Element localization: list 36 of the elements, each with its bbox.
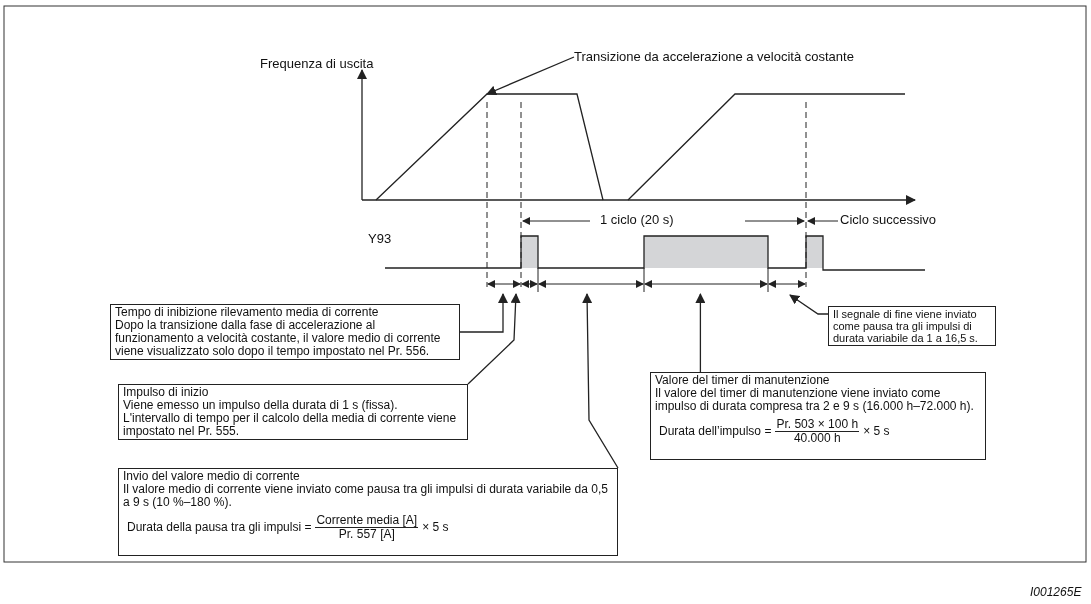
leader-line — [695, 293, 706, 373]
callout-box — [650, 372, 986, 460]
leader-line — [459, 293, 508, 333]
leader-line — [486, 56, 575, 96]
callout-text: Viene emesso un impulso della durata di 1 s (fissa). — [123, 399, 399, 412]
callout-heading: Valore del timer di manutenzione — [655, 374, 831, 387]
annotation-text: Transizione da accelerazione a velocità costante — [574, 49, 854, 64]
callout-box — [118, 384, 468, 440]
leader-line — [582, 293, 619, 469]
callout-heading: Impulso di inizio — [123, 386, 210, 399]
fraction-numerator: Pr. 503 × 100 h — [775, 418, 860, 432]
fraction-denominator: Pr. 557 [A] — [338, 528, 395, 541]
axis-label: Ciclo successivo — [840, 212, 937, 227]
leader-line — [789, 294, 829, 315]
callout-text: L'intervallo di tempo per il calcolo della media di corrente viene impostato nel Pr. 555. — [123, 412, 458, 438]
formula-text: × 5 s — [863, 425, 890, 438]
callout-text: Il valore del timer di manutenzione viene inviato come impulso di durata compresa tra 2 e 9 s (16.000 h–72.000 h). — [655, 387, 975, 413]
callout-text: Dopo la transizione dalla fase di accelerazione al funzionamento a velocità costante, il valore medio di corrente viene visualizzato solo dopo il tempo impostato nel Pr. 556. — [115, 319, 442, 358]
callout-heading: Invio del valore medio di corrente — [123, 470, 301, 483]
frequency-curve — [375, 93, 906, 201]
callout-box — [110, 304, 460, 360]
callout-text: Il valore medio di corrente viene inviato come pausa tra gli impulsi di durata variabile da 0,5 a 9 s (10 %–180 %). — [123, 483, 609, 509]
fraction-numerator: Corrente media [A] — [315, 514, 419, 528]
axis-label: 1 ciclo (20 s) — [600, 212, 674, 227]
formula-text: Durata dell’impulso = — [659, 425, 772, 438]
callout-text: Il segnale di fine viene inviato come pausa tra gli impulsi di durata variabile da 1 a 16,5 s. — [833, 308, 979, 344]
axis-label: Frequenza di uscita — [260, 56, 374, 71]
figure-code: I001265E — [1030, 585, 1082, 600]
fraction-denominator: 40.000 h — [793, 432, 841, 445]
callout-box — [828, 306, 996, 346]
leader-line — [467, 293, 521, 385]
formula-text: Durata della pausa tra gli impulsi = — [127, 521, 312, 534]
callout-box — [118, 468, 618, 556]
axis-label: Y93 — [368, 231, 392, 246]
formula-text: × 5 s — [422, 521, 449, 534]
callout-heading: Tempo di inibizione rilevamento media di corrente — [115, 306, 380, 319]
